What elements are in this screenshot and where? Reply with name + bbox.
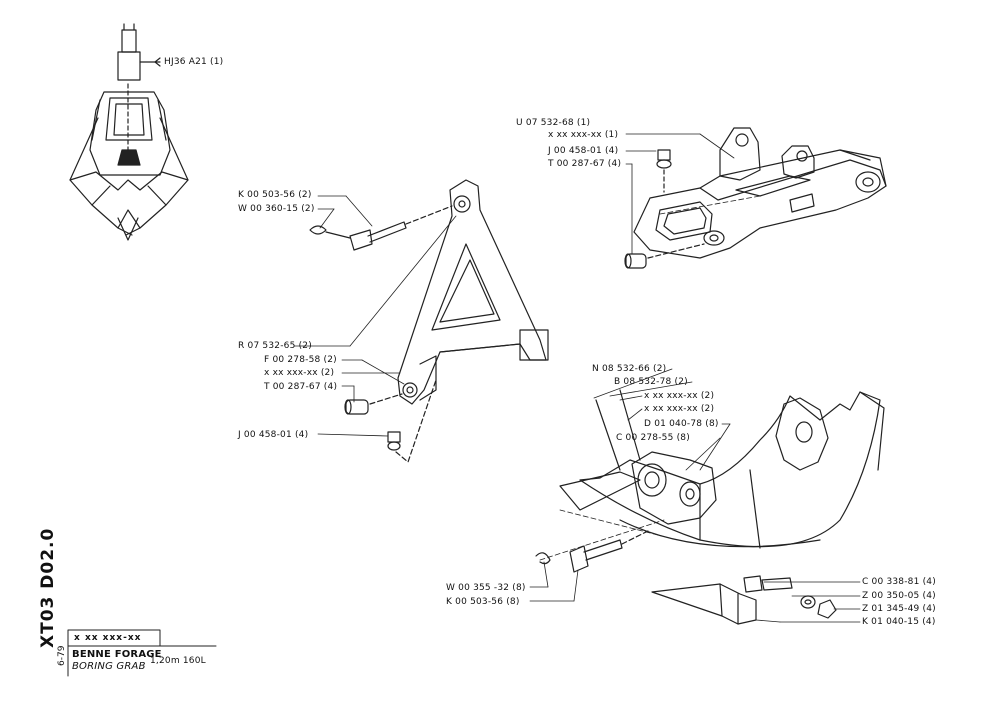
- callout-t-00-287-67-arm: T 00 287-67 (4): [264, 382, 338, 392]
- callout-k-01-040-15: K 01 040-15 (4): [862, 617, 936, 627]
- callout-z-01-345-49: Z 01 345-49 (4): [862, 604, 936, 614]
- upper-bracket-illustration: [633, 127, 887, 259]
- callout-t-00-287-67-top: T 00 287-67 (4): [548, 159, 622, 169]
- title-block-frame: [67, 629, 217, 677]
- callout-w-00-360-15: W 00 360-15 (2): [238, 204, 315, 214]
- callout-f-00-278-58: F 00 278-58 (2): [264, 355, 337, 365]
- callout-j-00-458-01-top: J 00 458-01 (4): [548, 146, 619, 156]
- callout-z-00-350-05: Z 00 350-05 (4): [862, 591, 936, 601]
- grab-overview-illustration: [69, 23, 189, 241]
- product-name-fr: BENNE FORAGE: [72, 649, 162, 660]
- callout-n-08-532-66: N 08 532-66 (2): [592, 364, 667, 374]
- callout-k-00-503-56-top: K 00 503-56 (2): [238, 190, 312, 200]
- callout-d-01-040-78: D 01 040-78 (8): [644, 419, 719, 429]
- callout-k-00-503-56-bottom: K 00 503-56 (8): [446, 597, 520, 607]
- callout-b-08-532-78: B 08 532-78 (2): [614, 377, 688, 387]
- sheet-code: XT03 D02.0: [38, 527, 58, 648]
- callout-x-xx-2-bucket-b: x xx xxx-xx (2): [644, 404, 715, 414]
- callout-u-07-532-68: U 07 532-68 (1): [516, 118, 591, 128]
- bucket-shell-illustration: [559, 389, 885, 549]
- assembly-part-number: x xx xxx-xx: [74, 633, 142, 643]
- product-spec: 1,20m 160L: [150, 656, 206, 666]
- callout-x-xx-1: x xx xxx-xx (1): [548, 130, 619, 140]
- callout-w-00-355-32: W 00 355 -32 (8): [446, 583, 526, 593]
- product-name-en: BORING GRAB: [72, 661, 146, 672]
- callout-c-00-278-55: C 00 278-55 (8): [616, 433, 690, 443]
- callout-x-xx-2-bucket-a: x xx xxx-xx (2): [644, 391, 715, 401]
- lifting-arm-illustration: [397, 179, 549, 405]
- callout-x-xx-2-arm: x xx xxx-xx (2): [264, 368, 335, 378]
- callout-c-00-338-81: C 00 338-81 (4): [862, 577, 936, 587]
- callout-r-07-532-65: R 07 532-65 (2): [238, 341, 312, 351]
- callout-hj36: HJ36 A21 (1): [164, 57, 224, 67]
- revision-code: 6-79: [57, 645, 67, 666]
- callout-j-00-458-01-arm: J 00 458-01 (4): [238, 430, 309, 440]
